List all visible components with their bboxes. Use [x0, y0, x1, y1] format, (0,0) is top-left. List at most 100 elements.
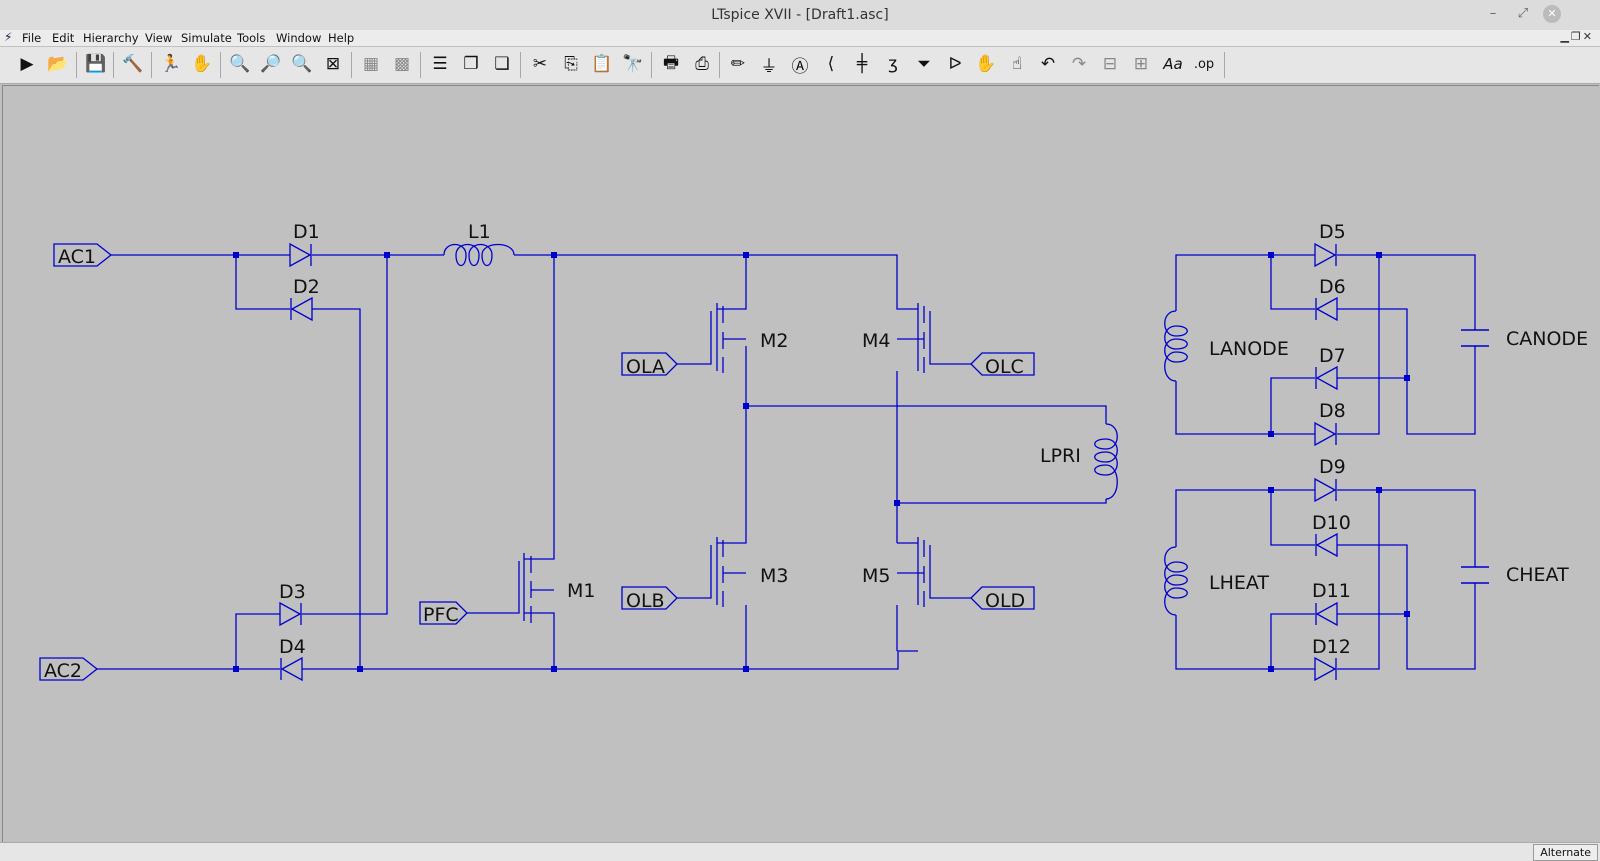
menu-tools[interactable]: Tools: [237, 31, 266, 45]
menu-file[interactable]: File: [22, 31, 42, 45]
spice-directive-icon[interactable]: .op: [1193, 56, 1215, 72]
zoom-out-icon[interactable]: 🔍: [291, 54, 313, 74]
run-halt-icon[interactable]: 🏃: [160, 54, 182, 74]
inductor-lheat: [1164, 546, 1188, 616]
toolbar-separator: [651, 52, 652, 78]
port-label-pfc: PFC: [423, 604, 459, 626]
port-olb[interactable]: [621, 586, 678, 610]
zoom-fit-icon[interactable]: ⊠: [325, 54, 341, 74]
minimize-icon[interactable]: –: [1489, 6, 1497, 21]
port-ac1[interactable]: [53, 243, 113, 267]
toolbar-separator: [351, 52, 352, 78]
zoom-pan-icon[interactable]: 🔎: [260, 54, 282, 74]
port-ola[interactable]: [621, 352, 678, 376]
toolbar-separator: [719, 52, 720, 78]
schematic-drawing[interactable]: AC1 AC2 PFC OLA OLB OLC OLD D1 D2 D3 D4 …: [3, 86, 1599, 842]
component-icon[interactable]: ᐅ: [948, 54, 962, 74]
copy-icon[interactable]: ⎘: [564, 54, 578, 74]
paste-icon[interactable]: 📋: [591, 54, 613, 74]
find-icon[interactable]: 🔭: [622, 54, 644, 74]
port-label-ac2: AC2: [44, 660, 82, 682]
undo-icon[interactable]: ↶: [1040, 54, 1056, 74]
port-label-old: OLD: [985, 590, 1025, 612]
menu-edit[interactable]: Edit: [52, 31, 75, 45]
label-d9: D9: [1319, 456, 1346, 478]
menu-view[interactable]: View: [145, 31, 173, 45]
diode-d11: [1315, 601, 1338, 627]
zoom-in-icon[interactable]: 🔍: [229, 54, 251, 74]
capacitor-icon[interactable]: ╪: [856, 54, 868, 74]
mirror-icon[interactable]: ⊞: [1133, 54, 1149, 74]
port-ac2[interactable]: [39, 657, 99, 681]
label-cheat: CHEAT: [1506, 564, 1569, 586]
diode-d2: [290, 296, 313, 322]
capacitor-cheat: [1461, 566, 1489, 584]
rotate-icon[interactable]: ⊟: [1102, 54, 1118, 74]
move-icon[interactable]: ✋: [975, 54, 997, 74]
cut-icon[interactable]: ✂: [532, 54, 548, 74]
text-icon[interactable]: Aa: [1163, 55, 1183, 73]
close-icon[interactable]: ✕: [1543, 5, 1561, 23]
mdi-controls-icon[interactable]: ▁❐✕: [1560, 30, 1594, 43]
port-label-olc: OLC: [985, 356, 1024, 378]
cascade-icon[interactable]: ❐: [463, 54, 479, 74]
label-d3: D3: [279, 581, 306, 603]
inductor-icon[interactable]: ʒ: [888, 54, 898, 74]
status-mode: Alternate: [1533, 844, 1598, 861]
status-bar: Alternate: [0, 842, 1600, 861]
toolbar-separator: [220, 52, 221, 78]
toolbar: ▶ 📂 💾 🔨 🏃 ✋ 🔍 🔎 🔍 ⊠ ▦ ▩ ☰ ❐ ❏ ✂ ⎘ 📋 🔭 🖶 …: [0, 47, 1600, 84]
port-label-ac1: AC1: [58, 246, 96, 268]
print-icon[interactable]: ⎙: [695, 54, 709, 74]
label-d4: D4: [279, 636, 306, 658]
port-label-ola: OLA: [626, 356, 665, 378]
save-icon[interactable]: 💾: [85, 54, 107, 74]
diode-d4: [280, 656, 303, 682]
tile-vertical-icon[interactable]: ❏: [494, 54, 510, 74]
control-panel-icon[interactable]: 🔨: [122, 54, 144, 74]
menu-bar: ⚡ File Edit Hierarchy View Simulate Tool…: [0, 30, 1600, 46]
label-d11: D11: [1312, 580, 1351, 602]
label-d12: D12: [1312, 636, 1351, 658]
capacitor-canode: [1461, 329, 1489, 347]
port-pfc[interactable]: [419, 601, 468, 625]
label-m2: M2: [760, 330, 788, 352]
resistor-icon[interactable]: ⟨: [827, 54, 835, 74]
diode-d6: [1315, 296, 1338, 322]
label-lheat: LHEAT: [1209, 572, 1269, 594]
maximize-icon[interactable]: ⤢: [1517, 6, 1529, 21]
label-d1: D1: [293, 221, 320, 243]
run-icon[interactable]: ▶: [20, 54, 34, 74]
menu-window[interactable]: Window: [276, 31, 322, 45]
wire-icon[interactable]: ✏: [730, 54, 746, 74]
port-olc[interactable]: [970, 352, 1035, 376]
app-icon[interactable]: ⚡: [4, 30, 13, 44]
menu-simulate[interactable]: Simulate: [181, 31, 232, 45]
label-m4: M4: [862, 330, 890, 352]
port-old[interactable]: [970, 586, 1035, 610]
hand-icon[interactable]: ✋: [191, 54, 213, 74]
menu-hierarchy[interactable]: Hierarchy: [83, 31, 139, 45]
schematic-canvas[interactable]: AC1 AC2 PFC OLA OLB OLC OLD D1 D2 D3 D4 …: [2, 85, 1599, 842]
diode-d3: [279, 601, 302, 627]
print-preview-icon[interactable]: 🖶: [662, 52, 680, 73]
diode-icon[interactable]: ⏷: [917, 54, 931, 74]
diode-d10: [1315, 532, 1338, 558]
label-d5: D5: [1319, 221, 1346, 243]
label-d6: D6: [1319, 276, 1346, 298]
label-d8: D8: [1319, 400, 1346, 422]
label-net-icon[interactable]: Ⓐ: [791, 56, 809, 77]
menu-help[interactable]: Help: [328, 31, 355, 45]
diode-d8: [1314, 421, 1337, 447]
toolbar-separator: [520, 52, 521, 78]
redo-icon[interactable]: ↷: [1071, 54, 1087, 74]
inductor-lpri: [1094, 423, 1118, 500]
autorange-icon[interactable]: ▦: [362, 54, 380, 74]
open-icon[interactable]: 📂: [47, 54, 69, 74]
label-d10: D10: [1312, 512, 1351, 534]
drag-icon[interactable]: ☝: [1011, 54, 1023, 74]
label-lanode: LANODE: [1209, 338, 1289, 360]
ground-icon[interactable]: ⏚: [760, 56, 778, 77]
tile-horizontal-icon[interactable]: ☰: [432, 54, 448, 74]
grid-icon[interactable]: ▩: [393, 54, 411, 74]
